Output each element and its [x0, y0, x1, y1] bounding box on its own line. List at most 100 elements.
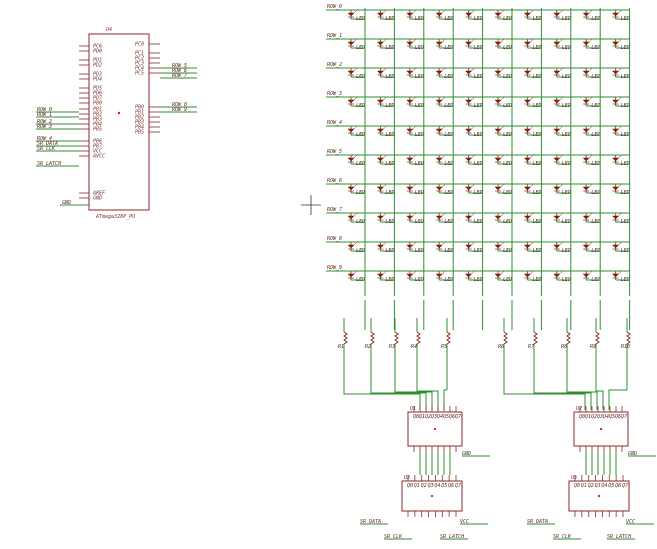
led-emission-arrow-icon — [618, 9, 622, 14]
row-net-label: ROW_3 — [327, 91, 342, 97]
driver-route-wire — [595, 390, 604, 410]
matrix-led: LED — [553, 67, 571, 80]
net-label-row_7: ROW_7 — [172, 73, 187, 79]
led-emission-arrow-icon — [559, 270, 563, 275]
led-emission-arrow-icon — [559, 241, 563, 246]
led-diode-icon — [406, 244, 414, 249]
led-diode-icon — [611, 99, 620, 104]
matrix-led: LED — [582, 154, 600, 167]
matrix-led: LED — [406, 183, 424, 196]
resistor-body-icon — [566, 331, 571, 345]
led-diode-icon — [523, 99, 532, 104]
led-diode-icon — [494, 128, 502, 133]
microcontroller-symbol[interactable]: U4 ATmega328P_PU PC6PD0PD1PD2PD3PD4PD5PD… — [36, 27, 197, 220]
led-diode-icon — [553, 70, 561, 75]
matrix-led: LED — [582, 96, 600, 109]
mcu-pin-label: PB6 — [93, 139, 102, 145]
resistor-label: R1 — [338, 344, 344, 350]
led-emission-arrow-icon — [383, 67, 387, 72]
led-emission-arrow-icon — [589, 183, 593, 188]
matrix-led: LED — [494, 38, 512, 51]
driver-route-wire — [566, 390, 598, 410]
led-emission-arrow-icon — [471, 183, 475, 188]
row-net-label: ROW_5 — [327, 149, 342, 155]
led-emission-arrow-icon — [353, 241, 358, 246]
matrix-led: LED — [611, 38, 630, 51]
led-diode-icon — [376, 244, 385, 249]
led-diode-icon — [523, 186, 532, 191]
driver-pin-label: Q6 — [615, 414, 621, 420]
led-emission-arrow-icon — [353, 38, 358, 43]
driver-pin-label: Q1 — [419, 414, 425, 420]
driver-pin-label: Q7 — [622, 483, 628, 489]
driver-pin-label: Q5 — [443, 414, 449, 420]
mcu-pin-label: PD7 — [93, 96, 102, 102]
led-diode-icon — [494, 70, 502, 75]
driver-pin-label: Q2 — [425, 414, 431, 420]
mcu-pin-label: PB2 — [93, 112, 102, 118]
matrix-led: LED — [611, 183, 630, 196]
driver-pin-label: Q3 — [428, 483, 434, 489]
led-diode-icon — [406, 215, 414, 220]
driver-pin-label: Q0 — [413, 414, 419, 420]
matrix-led: LED — [406, 212, 424, 225]
led-diode-icon — [347, 157, 355, 162]
led-emission-arrow-icon — [589, 67, 593, 72]
led-diode-icon — [347, 41, 355, 46]
led-emission-arrow-icon — [500, 38, 505, 43]
matrix-led: LED — [611, 125, 630, 138]
resistor-label: R6 — [498, 344, 504, 350]
matrix-led: LED — [464, 154, 483, 167]
led-emission-arrow-icon — [383, 9, 387, 14]
led-emission-arrow-icon — [559, 67, 563, 72]
driver-pin-label: Q6 — [448, 483, 454, 489]
led-emission-arrow-icon — [442, 154, 446, 159]
driver-ic-body — [573, 411, 629, 447]
led-diode-icon — [582, 12, 590, 17]
matrix-led: LED — [553, 125, 571, 138]
led-diode-icon — [376, 273, 385, 278]
led-emission-arrow-icon — [383, 38, 387, 43]
led-diode-icon — [464, 41, 473, 46]
led-emission-arrow-icon — [442, 125, 446, 130]
mcu-left-pins: PC6PD0PD1PD2PD3PD4PD5PD6PD7PB0PB1PB2PB3P… — [79, 44, 106, 202]
led-emission-arrow-icon — [412, 125, 416, 130]
led-emission-arrow-icon — [589, 154, 593, 159]
led-emission-arrow-icon — [559, 183, 563, 188]
matrix-led: LED — [435, 38, 453, 51]
driver-route-wire — [394, 390, 433, 410]
led-emission-arrow-icon — [530, 96, 534, 101]
led-emission-arrow-icon — [530, 154, 534, 159]
led-diode-icon — [464, 273, 473, 278]
led-emission-arrow-icon — [500, 212, 505, 217]
led-diode-icon — [406, 41, 414, 46]
led-emission-arrow-icon — [383, 270, 387, 275]
led-emission-arrow-icon — [500, 96, 505, 101]
matrix-led: LED — [376, 270, 394, 283]
led-diode-icon — [611, 186, 620, 191]
matrix-led: LED — [523, 9, 541, 22]
mcu-pin-label: PB5 — [93, 127, 102, 133]
led-emission-arrow-icon — [500, 154, 505, 159]
led-diode-icon — [376, 186, 385, 191]
matrix-led: LED — [611, 9, 630, 22]
driver-route-wire — [608, 389, 627, 410]
led-diode-icon — [376, 157, 385, 162]
matrix-led: LED — [582, 9, 600, 22]
led-emission-arrow-icon — [471, 38, 475, 43]
led-diode-icon — [464, 244, 473, 249]
led-diode-icon — [464, 12, 473, 17]
matrix-led: LED — [523, 38, 541, 51]
matrix-led: LED — [464, 212, 483, 225]
driver-pin-label: Q3 — [431, 414, 437, 420]
matrix-led: LED — [494, 270, 512, 283]
led-emission-arrow-icon — [530, 183, 534, 188]
led-emission-arrow-icon — [442, 270, 446, 275]
resistor-label: R7 — [528, 344, 534, 350]
matrix-led: LED — [611, 67, 630, 80]
led-diode-icon — [611, 157, 620, 162]
row-net-label: ROW_6 — [327, 178, 342, 184]
